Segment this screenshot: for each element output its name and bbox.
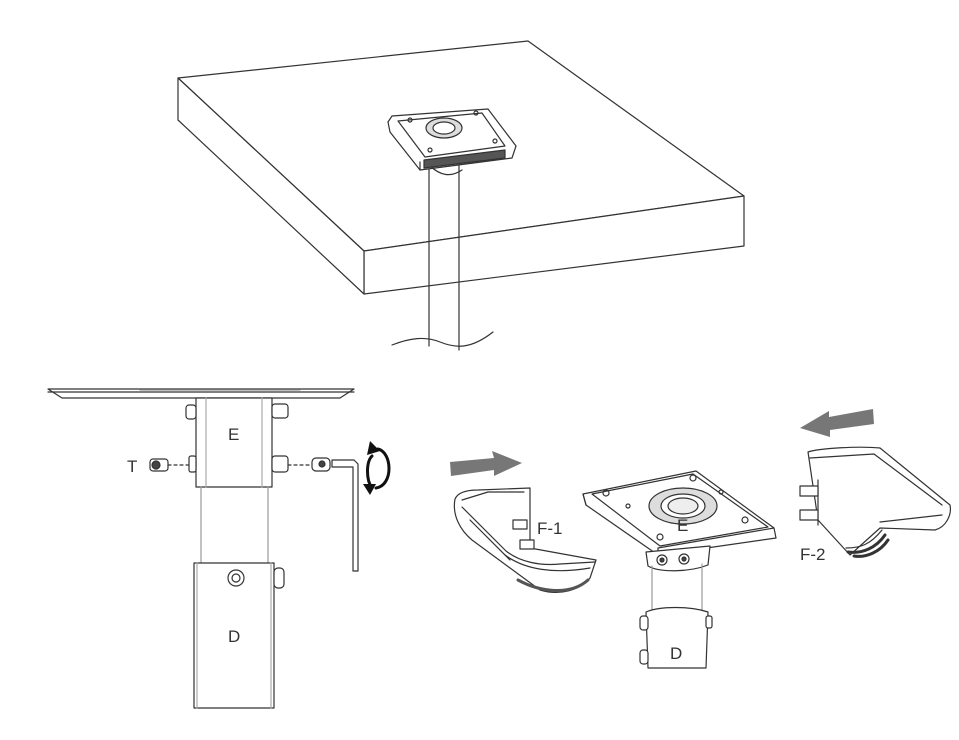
top-plate-bar [47,388,355,399]
sleeve-E [195,397,273,488]
label-D-right: D [670,644,683,663]
cover-F1 [453,487,597,593]
table-top-view [177,40,745,295]
arrow-right-icon [450,451,522,476]
hex-key [331,459,359,572]
label-F1: F-1 [537,519,563,538]
table-left-face [177,77,365,295]
arrow-left-icon [800,409,874,437]
label-D-left: D [228,627,241,646]
table-pole [391,159,494,351]
left-assembly [47,388,391,709]
table-mount-plate [387,108,517,176]
label-F2: F-2 [800,545,826,564]
cover-F2 [799,446,951,558]
label-E-right: E [677,516,689,535]
tube-D-right [645,606,709,669]
tube-D-left [193,562,275,709]
rotate-arrow-icon [366,447,391,490]
label-T: T [127,457,138,476]
screw-right [287,457,331,472]
right-plate-assembly [582,470,777,669]
screw-T [149,458,191,472]
label-E-left: E [228,425,240,444]
